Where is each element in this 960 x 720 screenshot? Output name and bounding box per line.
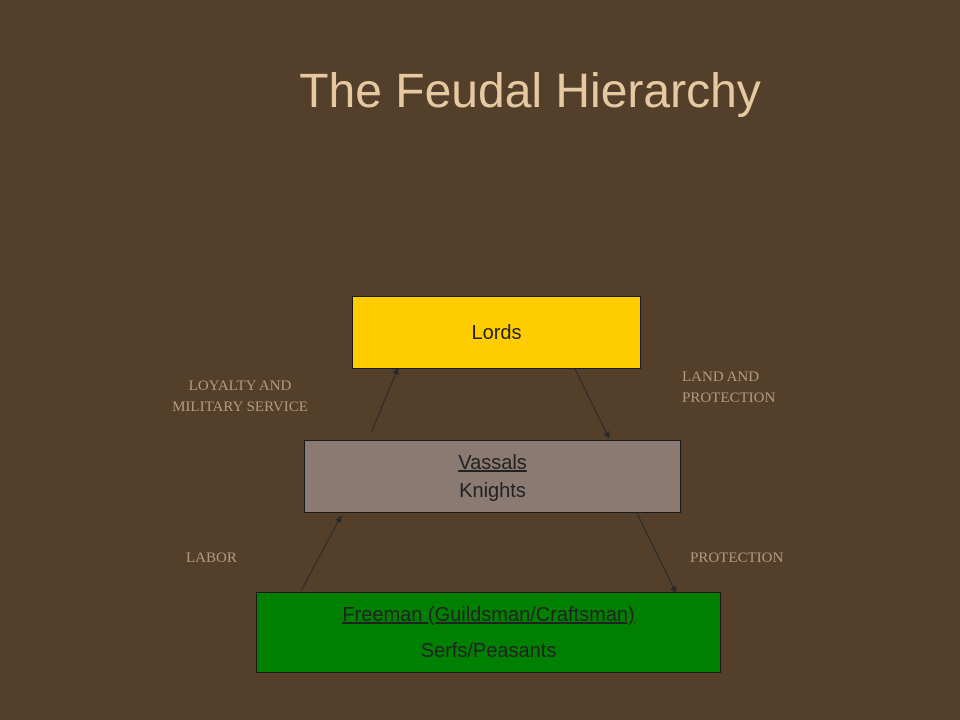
slide-title: The Feudal Hierarchy: [299, 65, 761, 118]
arrow-lords-to-vassals: [574, 368, 610, 439]
freeman-box: Freeman (Guildsman/Craftsman) Serfs/Peas…: [256, 592, 721, 673]
arrow-vassals-to-freeman: [635, 510, 677, 594]
protection-label: PROTECTION: [690, 550, 784, 566]
arrow-vassals-to-lords: [370, 367, 399, 434]
vassals-label: Vassals: [458, 451, 527, 474]
loyalty-label: LOYALTY AND MILITARY SERVICE: [140, 376, 340, 418]
arrow-freeman-to-vassals: [300, 515, 342, 592]
loyalty-label-line2: MILITARY SERVICE: [172, 399, 308, 415]
vassals-box: Vassals Knights: [304, 440, 681, 513]
loyalty-label-line1: LOYALTY AND: [188, 378, 292, 394]
freeman-label: Freeman (Guildsman/Craftsman): [342, 603, 635, 626]
land-label-line1: LAND AND: [682, 369, 760, 385]
land-label-line2: PROTECTION: [682, 390, 776, 406]
land-protection-label: LAND AND PROTECTION: [682, 367, 842, 409]
lords-label: Lords: [471, 321, 522, 344]
knights-label: Knights: [459, 479, 526, 502]
labor-label: LABOR: [186, 550, 237, 566]
serfs-label: Serfs/Peasants: [420, 639, 557, 662]
lords-box: Lords: [352, 296, 641, 369]
